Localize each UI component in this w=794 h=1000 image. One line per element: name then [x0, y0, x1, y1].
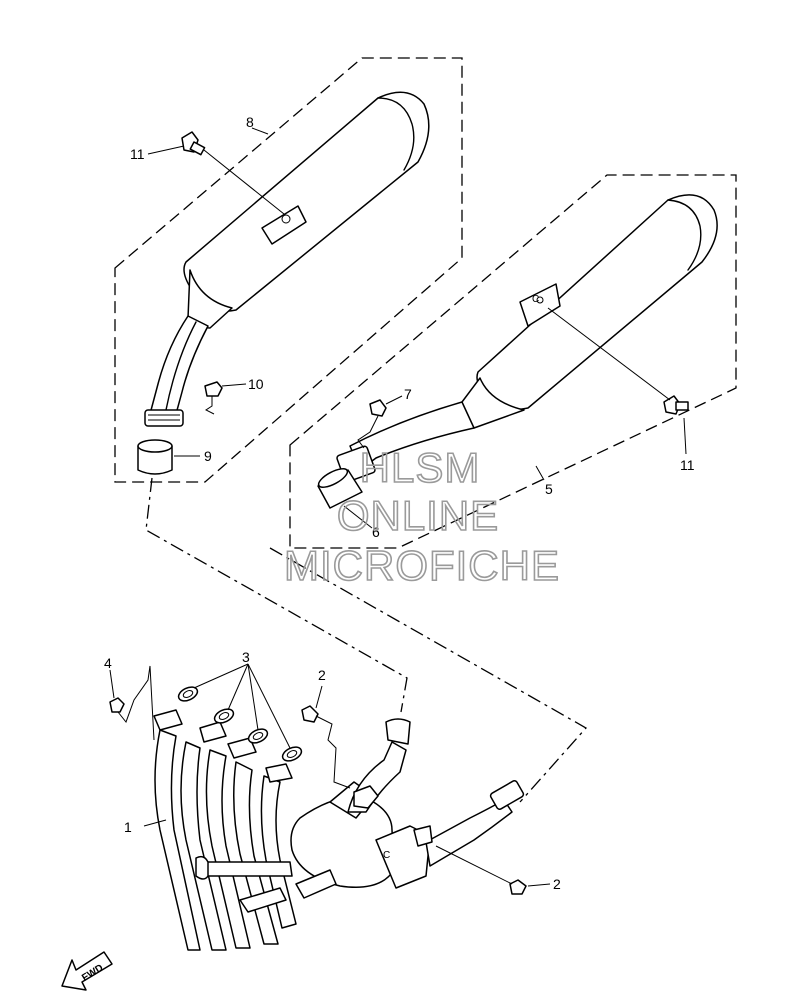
- right-muffler-group-boundary: [289, 174, 737, 549]
- gasket-rings-3: [177, 686, 303, 762]
- left-muffler: [144, 91, 430, 427]
- flange-letter-c: C: [383, 850, 390, 861]
- connection-line-right-muffler: [269, 547, 588, 803]
- leader-lines: [109, 127, 687, 887]
- bolt-10: [204, 381, 223, 415]
- callout-7: 7: [404, 386, 412, 402]
- bolt-11-right: [547, 307, 689, 415]
- bolt-7: [357, 399, 387, 449]
- callout-6: 6: [372, 524, 380, 540]
- callout-2-lower: 2: [553, 876, 561, 892]
- connection-line-left-muffler: [145, 477, 408, 713]
- watermark-line-3: MICROFICHE: [284, 542, 560, 589]
- callout-9: 9: [204, 448, 212, 464]
- right-muffler: C: [336, 194, 718, 483]
- bolt-11-left: [181, 131, 285, 215]
- left-muffler-group-boundary: [114, 57, 463, 483]
- callout-2-upper: 2: [318, 667, 326, 683]
- watermark-line-2: ONLINE: [337, 492, 499, 539]
- callout-11-left: 11: [130, 146, 145, 162]
- callout-5: 5: [545, 481, 553, 497]
- bracket-letter-c: C: [532, 294, 539, 305]
- callout-labels: 8 11 10 9 7 6 5 11 3 4 2 1 2: [104, 114, 695, 892]
- nut-4: [109, 665, 155, 741]
- callout-1: 1: [124, 819, 132, 835]
- bolt-2-upper: [301, 705, 351, 789]
- callout-8: 8: [246, 114, 254, 130]
- callout-3: 3: [242, 649, 250, 665]
- callout-10: 10: [248, 376, 264, 392]
- forward-arrow-icon: FWD: [61, 951, 113, 991]
- watermark: HLSM ONLINE MICROFICHE: [283, 443, 560, 590]
- watermark-line-1: HLSM: [360, 444, 481, 491]
- bolt-2-lower: [435, 845, 527, 895]
- gasket-sleeve-9: [137, 439, 173, 475]
- exhaust-header-assembly: C: [153, 709, 525, 951]
- callout-4: 4: [104, 655, 112, 671]
- gasket-sleeve-6: [317, 468, 363, 509]
- callout-11-right: 11: [680, 457, 695, 473]
